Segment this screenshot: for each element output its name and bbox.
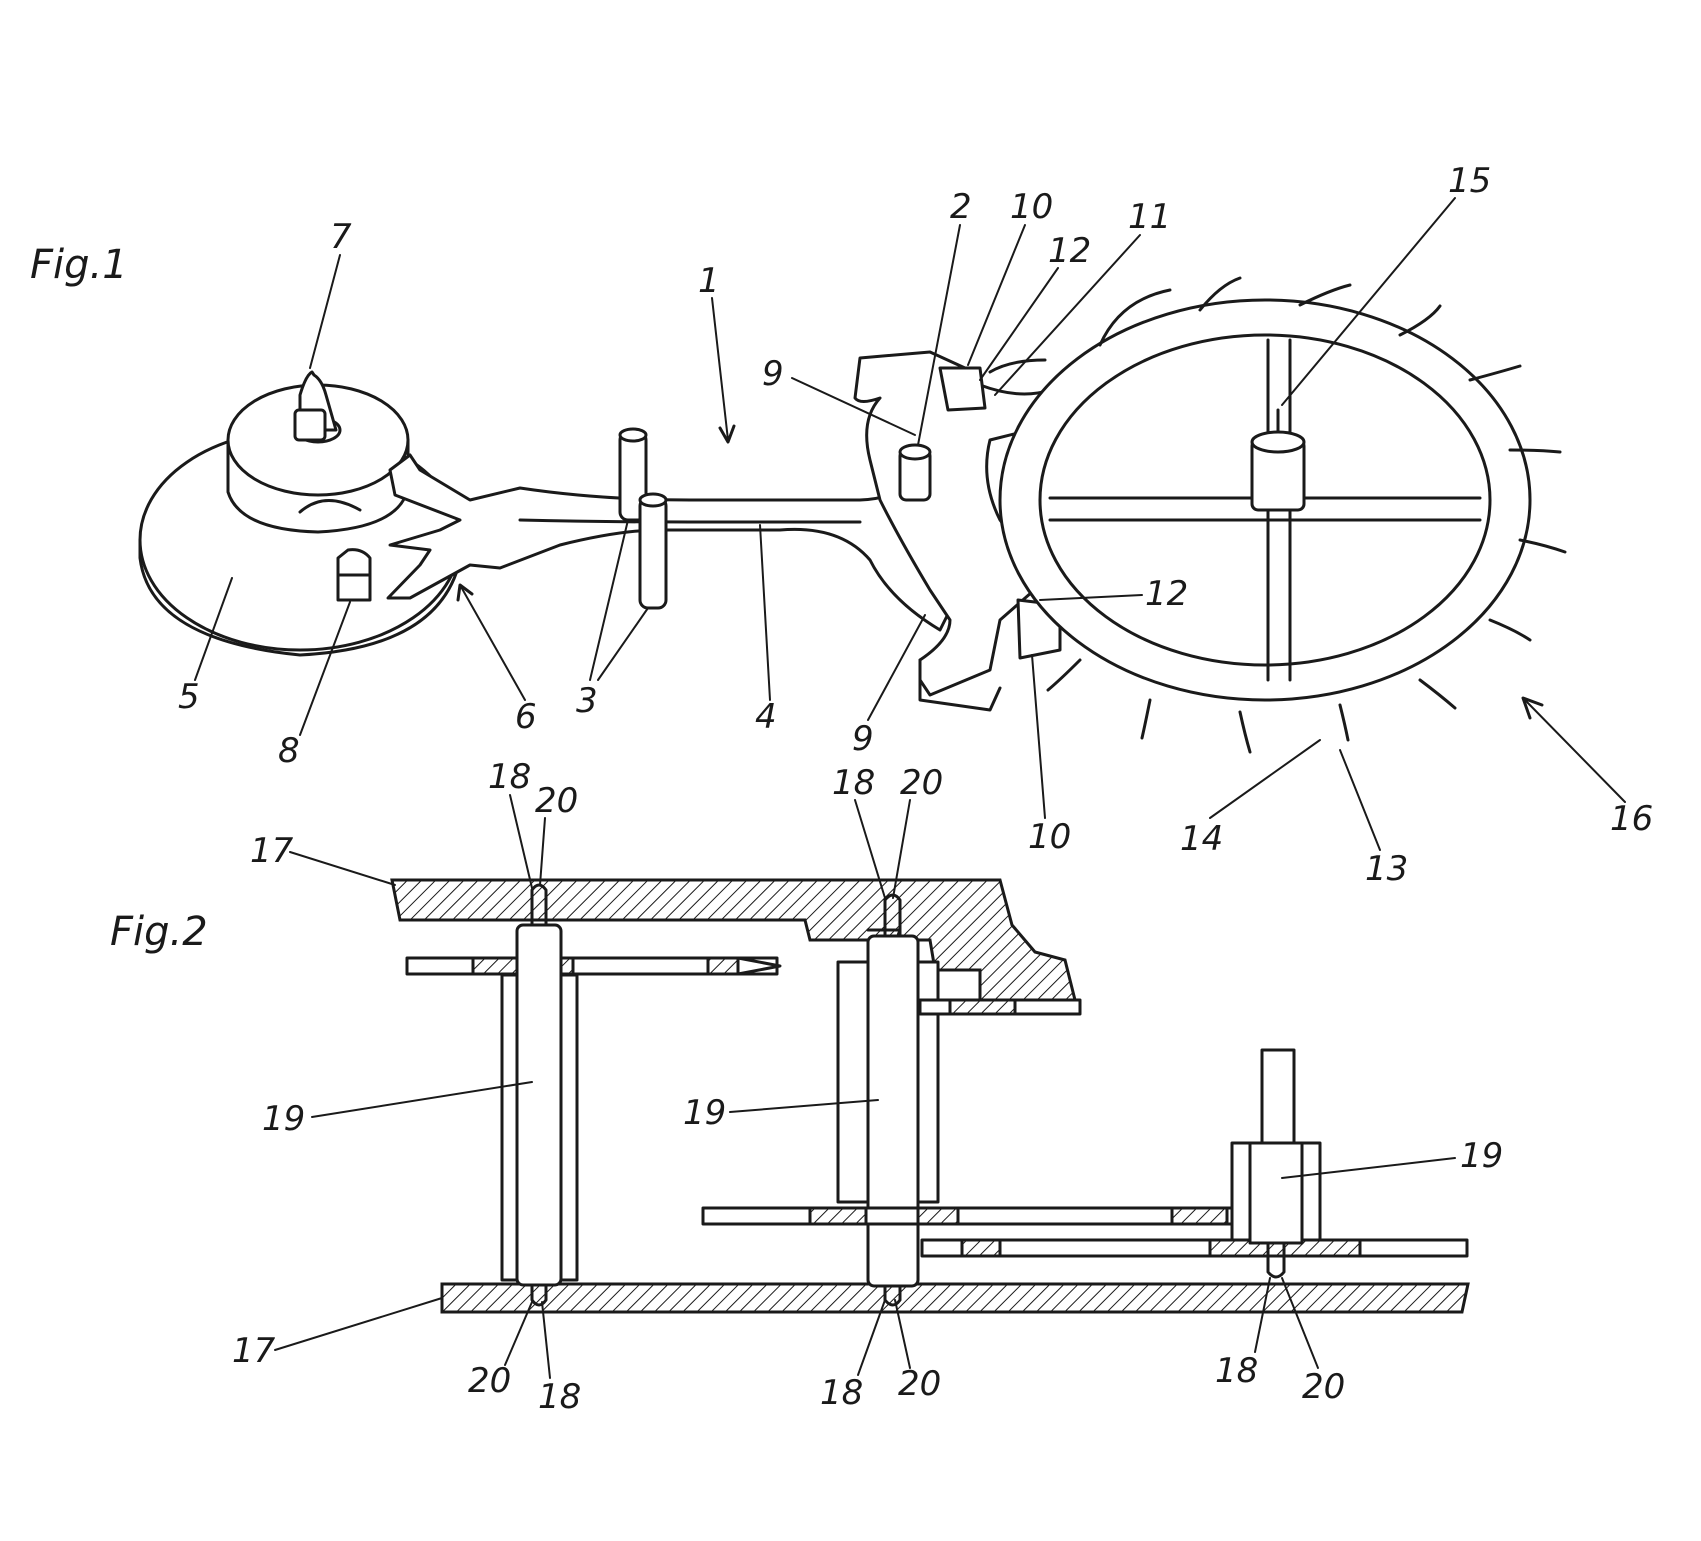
label-13: 13 xyxy=(1365,849,1408,889)
label-18b: 18 xyxy=(832,763,875,803)
label-18d: 18 xyxy=(820,1373,863,1413)
label-19b: 19 xyxy=(683,1093,726,1133)
figure-1: Fig.1 xyxy=(30,161,1653,889)
label-7: 7 xyxy=(330,217,352,257)
label-18a: 18 xyxy=(488,757,531,797)
label-10b: 10 xyxy=(1028,817,1071,857)
label-15: 15 xyxy=(1448,161,1491,201)
label-17b: 17 xyxy=(232,1331,276,1371)
label-18e: 18 xyxy=(1215,1351,1258,1391)
label-20c: 20 xyxy=(468,1361,511,1401)
guard-pin xyxy=(898,443,932,502)
label-8: 8 xyxy=(278,731,300,771)
label-3: 3 xyxy=(576,681,598,721)
label-12b: 12 xyxy=(1145,574,1188,614)
label-5: 5 xyxy=(178,677,200,717)
upper-plate xyxy=(390,878,1077,1002)
label-1: 1 xyxy=(698,261,720,301)
label-9a: 9 xyxy=(762,354,784,394)
banking-pins xyxy=(618,427,668,610)
arbor-left xyxy=(405,883,782,1307)
label-16: 16 xyxy=(1610,799,1653,839)
label-20d: 20 xyxy=(898,1364,941,1404)
label-18c: 18 xyxy=(538,1377,581,1417)
figure-2: Fig.2 xyxy=(110,757,1503,1417)
fig1-annotations: 7 1 2 10 12 11 15 9 12 5 8 6 xyxy=(178,161,1653,889)
label-10a: 10 xyxy=(1010,187,1053,227)
label-12a: 12 xyxy=(1048,231,1091,271)
escape-wheel xyxy=(988,276,1567,754)
label-20e: 20 xyxy=(1302,1367,1345,1407)
label-11: 11 xyxy=(1128,197,1171,237)
fig2-title: Fig.2 xyxy=(110,909,208,955)
label-20a: 20 xyxy=(535,781,578,821)
label-19a: 19 xyxy=(262,1099,305,1139)
lower-plate xyxy=(440,1282,1470,1314)
fig1-title: Fig.1 xyxy=(30,242,128,288)
roller-hub xyxy=(226,370,410,534)
arbor-middle xyxy=(701,893,1469,1307)
label-2: 2 xyxy=(950,187,972,227)
label-19c: 19 xyxy=(1460,1136,1503,1176)
fig2-annotations: 17 18 20 18 20 19 19 19 17 20 18 18 xyxy=(232,757,1503,1417)
label-9b: 9 xyxy=(852,719,874,759)
arbor-right xyxy=(1230,1048,1322,1279)
label-4: 4 xyxy=(755,697,777,737)
label-17a: 17 xyxy=(250,831,294,871)
label-20b: 20 xyxy=(900,763,943,803)
label-14: 14 xyxy=(1180,819,1223,859)
impulse-pin xyxy=(336,548,372,602)
label-6: 6 xyxy=(515,697,537,737)
